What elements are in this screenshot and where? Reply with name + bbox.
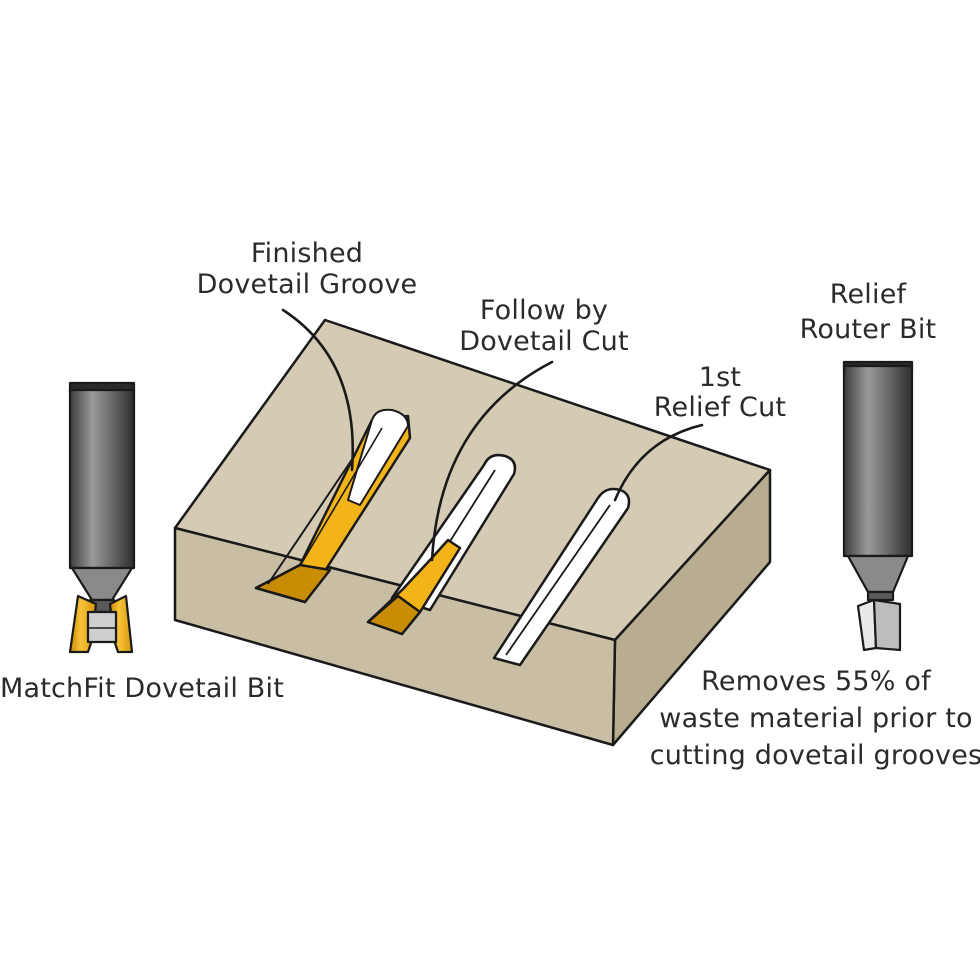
leader-first	[613, 423, 704, 502]
label-finished-line1: Finished	[251, 238, 363, 269]
label-removes-line2: waste material prior to	[659, 703, 972, 734]
relief-router-bit-icon	[842, 360, 914, 652]
leader-finished	[281, 308, 355, 472]
label-follow-line1: Follow by	[480, 295, 608, 326]
label-relief-bit-line2: Router Bit	[800, 314, 937, 345]
leader-follow	[430, 360, 554, 562]
relief-cut-groove	[492, 487, 631, 667]
label-removes-line1: Removes 55% of	[701, 666, 932, 697]
label-first-line2: Relief Cut	[654, 392, 786, 423]
label-relief-bit-line1: Relief	[830, 279, 908, 310]
leader-lines	[281, 308, 704, 562]
label-removes-line3: cutting dovetail grooves	[650, 740, 980, 771]
label-follow-line2: Dovetail Cut	[459, 326, 629, 357]
label-finished-line2: Dovetail Groove	[197, 269, 418, 300]
label-first-line1: 1st	[699, 362, 741, 393]
finished-dovetail-groove	[254, 408, 412, 604]
dovetail-router-bit-icon	[68, 381, 136, 654]
dovetail-cut-groove	[366, 453, 517, 636]
label-dovetail-bit: MatchFit Dovetail Bit	[0, 673, 284, 704]
